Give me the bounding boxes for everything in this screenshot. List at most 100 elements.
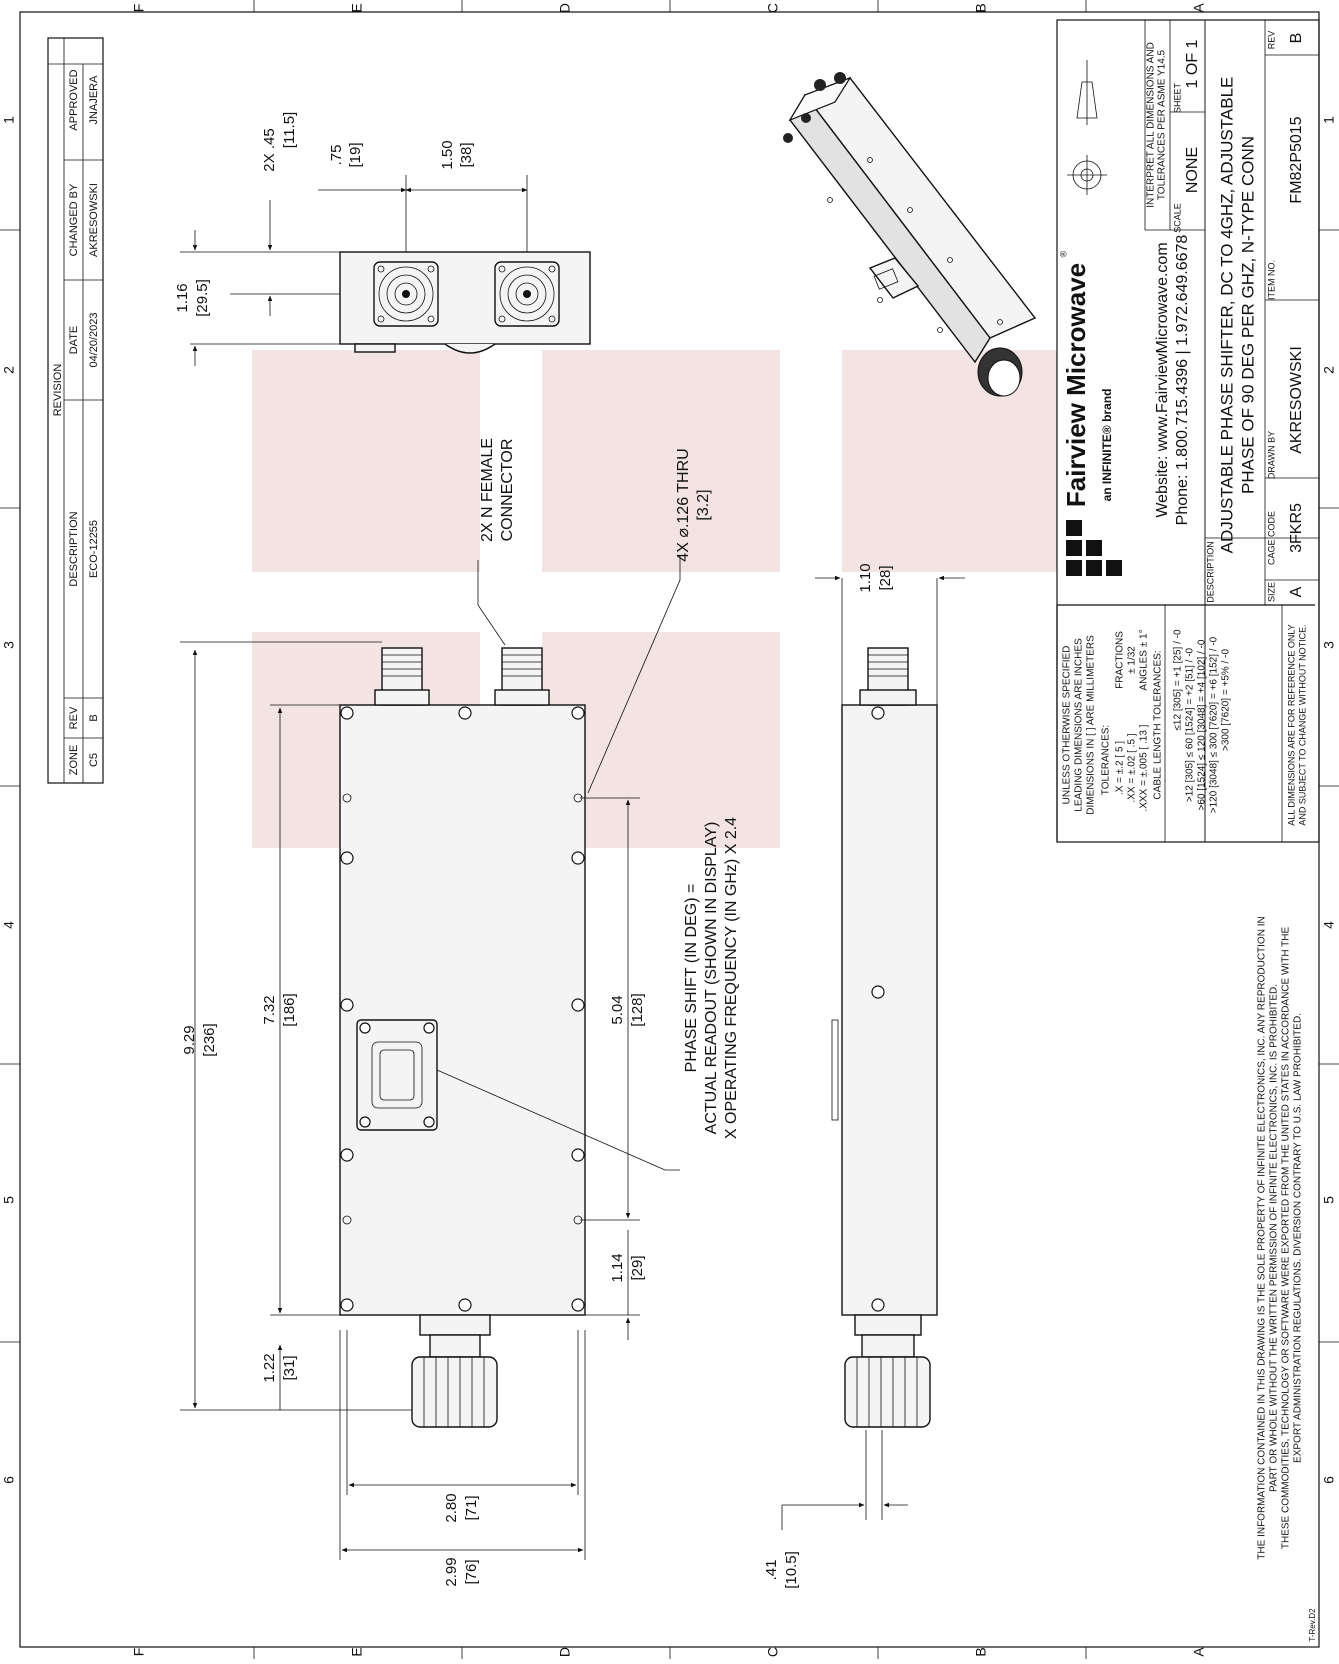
dim-116-mm: [29.5] xyxy=(194,279,211,317)
dim-2x45: 2X .45 xyxy=(261,128,278,171)
dim-110-mm: [28] xyxy=(877,565,894,590)
dim-732: 7.32 xyxy=(261,995,278,1024)
zone-left: 1 xyxy=(1,116,17,124)
tol-text: >120 [3048] ≤ 300 [7620] = +6 [152] / -0 xyxy=(1209,636,1220,813)
isometric-view xyxy=(783,72,1037,397)
tol-text: >60 [1524] ≤ 120 [3048] = +4 [102] / -0 xyxy=(1197,639,1208,810)
disclaimer-line: EXPORT ADMINISTRATION REGULATIONS. DIVER… xyxy=(1293,1013,1304,1463)
scale-value: NONE xyxy=(1184,147,1201,193)
zone-right: 6 xyxy=(1321,1476,1337,1484)
revision-cell: B xyxy=(88,714,100,721)
drawn-value: AKRESOWSKI xyxy=(1288,346,1305,454)
dim-929: 9.29 xyxy=(181,1025,198,1054)
phone: Phone: 1.800.715.4396 | 1.972.649.6678 xyxy=(1174,235,1191,526)
adjust-knob-iso xyxy=(977,347,1023,397)
brand-sub: an INFINITE® brand xyxy=(1100,389,1114,502)
dim-116: 1.16 xyxy=(174,283,191,312)
note-phase: ACTUAL READOUT (SHOWN IN DISPLAY) xyxy=(703,822,720,1135)
tol-text: UNLESS OTHERWISE SPECIFIED xyxy=(1062,646,1073,805)
disclaimer-line: THESE COMMODITIES, TECHNOLOGY OR SOFTWAR… xyxy=(1281,927,1292,1550)
sheet-label: SHEET xyxy=(1172,82,1182,113)
projection-symbol-icon xyxy=(1067,60,1107,195)
revision-table: REVISION ZONE REV DESCRIPTION DATE CHANG… xyxy=(47,37,104,784)
highlight-band xyxy=(542,350,780,572)
zone-bottom: F xyxy=(131,1648,147,1657)
fairview-logo xyxy=(1066,520,1122,576)
revision-cell: JNAJERA xyxy=(88,75,100,125)
zone-bottom: C xyxy=(765,1647,781,1657)
zone-right: 1 xyxy=(1321,116,1337,124)
disclaimer: THE INFORMATION CONTAINED IN THIS DRAWIN… xyxy=(1257,916,1304,1559)
zone-left: 2 xyxy=(1,366,17,374)
drawn-label: DRAWN BY xyxy=(1266,431,1276,479)
adjust-knob xyxy=(844,1314,931,1428)
revision-header: ZONE xyxy=(68,745,80,776)
size-value: A xyxy=(1288,586,1305,597)
dim-280: 2.80 xyxy=(443,1493,460,1522)
dim-280-mm: [71] xyxy=(463,1495,480,1520)
zone-top: C xyxy=(765,3,781,13)
tol-text: .X = ±.2 [ 5 ] xyxy=(1115,741,1126,795)
tol-text: .XXX = ±.005 [ .13 ] xyxy=(1139,724,1150,811)
form-revision: T-Rev.D2 xyxy=(1308,1608,1317,1642)
revision-cell: 04/20/2023 xyxy=(88,312,100,367)
connector-side xyxy=(374,647,430,706)
dim-150-mm: [38] xyxy=(458,142,475,167)
highlight-band xyxy=(252,350,480,572)
dim-929-mm: [236] xyxy=(201,1023,218,1056)
zone-right: 2 xyxy=(1321,366,1337,374)
part-description: ADJUSTABLE PHASE SHIFTER, DC TO 4GHZ, AD… xyxy=(1217,77,1236,554)
top-view: 9.29 [236] 7.32 [186] 5.04 [128] 1.14 [2… xyxy=(180,438,740,1587)
tol-text: ALL DIMENSIONS ARE FOR REFERENCE ONLY xyxy=(1286,624,1296,826)
cage-label: CAGE CODE xyxy=(1266,511,1276,565)
disclaimer-line: PART OR WHOLE WITHOUT THE WRITTEN PERMIS… xyxy=(1269,984,1280,1492)
zone-left: 4 xyxy=(1,921,17,929)
zone-right: 5 xyxy=(1321,1196,1337,1204)
part-description: PHASE OF 90 DEG PER GHZ, N-TYPE CONN xyxy=(1238,136,1257,494)
tol-text: CABLE LENGTH TOLERANCES: xyxy=(1153,650,1164,799)
tol-text: ≤12 [305] = +1 [25] / -0 xyxy=(1173,629,1184,731)
note-connector: CONNECTOR xyxy=(499,439,516,542)
end-view: 2X .45 [11.5] .75 [19] 1.50 [38] 1.16 [2… xyxy=(174,112,591,366)
sheet-value: 1 OF 1 xyxy=(1184,39,1201,88)
zone-bottom: A xyxy=(1191,1647,1207,1657)
dim-504-mm: [128] xyxy=(629,993,646,1026)
connector-side xyxy=(494,647,550,706)
tol-text: AND SUBJECT TO CHANGE WITHOUT NOTICE. xyxy=(1297,624,1307,825)
revision-title: REVISION xyxy=(52,364,64,417)
revision-cell: C5 xyxy=(88,753,100,767)
revision-cell: ECO-12255 xyxy=(88,520,100,578)
size-label: SIZE xyxy=(1266,582,1276,602)
dim-114-mm: [29] xyxy=(629,1255,646,1280)
dim-299: 2.99 xyxy=(443,1557,460,1586)
highlight-band xyxy=(842,350,1057,572)
dim-732-mm: [186] xyxy=(281,993,298,1026)
interpret-text: INTERPRET ALL DIMENSIONS AND xyxy=(1146,42,1157,208)
dim-504: 5.04 xyxy=(609,995,626,1024)
item-label: ITEM NO. xyxy=(1266,260,1276,300)
note-phase: PHASE SHIFT (IN DEG) = xyxy=(683,884,700,1073)
desc-label: DESCRIPTION xyxy=(1205,541,1215,603)
dim-41: .41 xyxy=(763,1560,780,1581)
tol-text: .XX = ±.02 [ .5 ] xyxy=(1127,733,1138,802)
side-view: 1.10 [28] .41 [10.5] xyxy=(763,563,965,1589)
readout-window xyxy=(356,1019,438,1131)
dim-150: 1.50 xyxy=(439,140,456,169)
zone-bottom: B xyxy=(973,1647,989,1656)
tol-text: TOLERANCES: xyxy=(1101,725,1112,795)
zone-left: 5 xyxy=(1,1196,17,1204)
brand-reg: ® xyxy=(1058,250,1068,257)
zone-top: A xyxy=(1191,3,1207,13)
zone-top: F xyxy=(131,4,147,13)
tol-text: FRACTIONS xyxy=(1115,631,1126,689)
disclaimer-line: THE INFORMATION CONTAINED IN THIS DRAWIN… xyxy=(1257,916,1268,1559)
zone-left: 3 xyxy=(1,641,17,649)
note-connector: 2X N FEMALE xyxy=(479,438,496,542)
dim-75: .75 xyxy=(328,145,345,166)
dim-122: 1.22 xyxy=(261,1353,278,1382)
zone-top: D xyxy=(557,3,573,13)
note-holes: 4X ⌀.126 THRU xyxy=(675,448,692,561)
tol-text: DIMENSIONS IN [ ] ARE MILLIMETERS xyxy=(1086,635,1097,815)
zone-bottom: D xyxy=(557,1647,573,1657)
note-phase: X OPERATING FREQUENCY (IN GHz) X 2.4 xyxy=(723,817,740,1139)
